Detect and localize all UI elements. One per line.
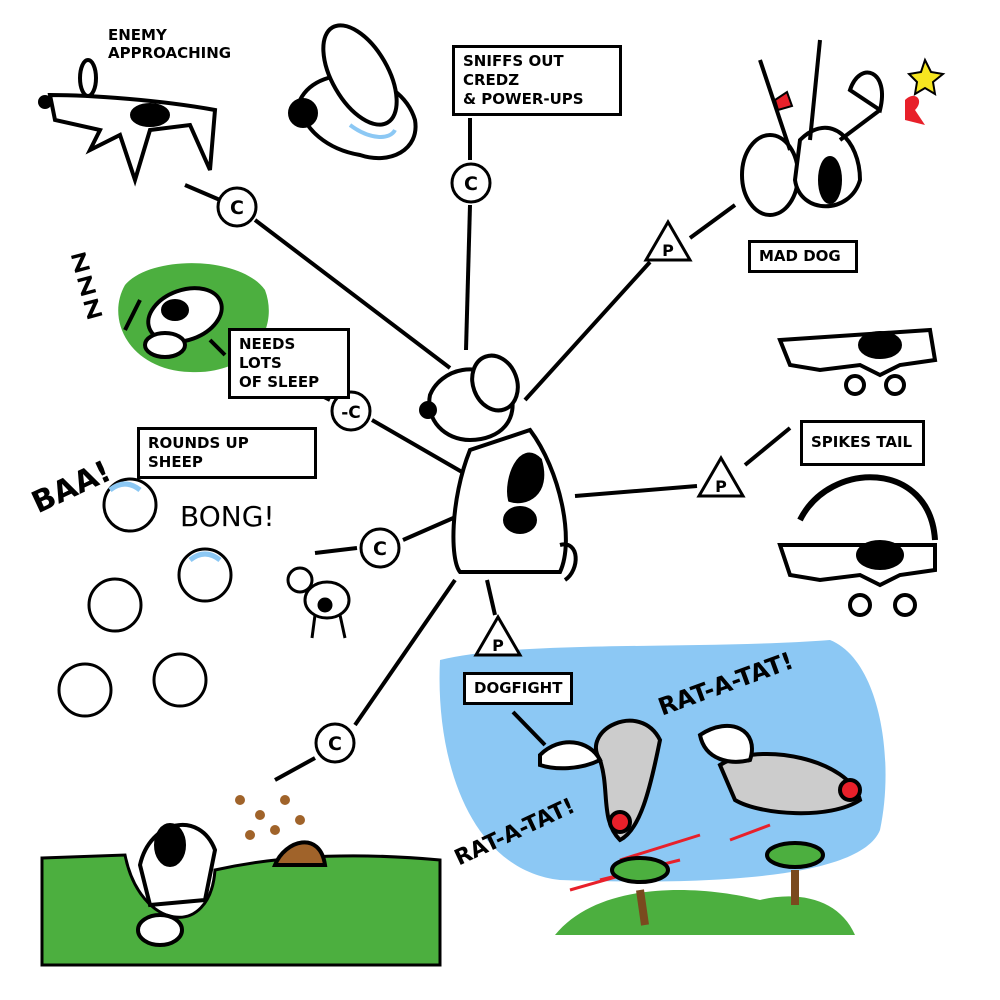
node-sleep: -C bbox=[330, 390, 372, 432]
spikes-tail-illustration bbox=[777, 327, 938, 617]
label-line: ENEMY bbox=[108, 26, 167, 44]
center-dog-illustration bbox=[419, 353, 578, 582]
mad-dog-illustration bbox=[740, 39, 946, 217]
node-label: P bbox=[662, 241, 674, 260]
node-dogfight: P bbox=[473, 614, 523, 657]
sleeping-dog-illustration bbox=[123, 286, 227, 359]
node-mad-dog: P bbox=[643, 219, 693, 262]
hill-bottom-right bbox=[555, 889, 855, 935]
sheep-flock-illustration bbox=[57, 477, 233, 718]
node-label: C bbox=[373, 538, 387, 560]
dogfight-planes-illustration bbox=[538, 718, 863, 926]
label-rounds-up-sheep: ROUNDS UP SHEEP bbox=[137, 427, 317, 479]
label-enemy-approaching: ENEMY APPROACHING bbox=[108, 26, 231, 62]
node-label: C bbox=[230, 197, 244, 219]
label-spikes-tail: SPIKES TAIL bbox=[800, 420, 925, 466]
label-mad-dog: MAD DOG bbox=[748, 240, 858, 273]
enemy-dog-illustration bbox=[38, 58, 218, 187]
label-line: & POWER-UPS bbox=[463, 90, 584, 108]
label-needs-sleep: NEEDS LOTS OF SLEEP bbox=[228, 328, 350, 399]
sniffing-dog-illustration bbox=[288, 23, 418, 161]
label-line: OF SLEEP bbox=[239, 373, 320, 391]
ground-bottom-left bbox=[40, 853, 442, 967]
node-sniffs: C bbox=[450, 162, 492, 204]
label-line: APPROACHING bbox=[108, 44, 232, 62]
label-line: NEEDS LOTS bbox=[239, 335, 296, 372]
node-dig: C bbox=[314, 722, 356, 764]
small-dog-illustration bbox=[286, 566, 351, 639]
node-label: -C bbox=[341, 403, 361, 423]
node-label: C bbox=[464, 173, 478, 195]
label-sniffs-out-credz: SNIFFS OUT CREDZ & POWER-UPS bbox=[452, 45, 622, 116]
node-sheep: C bbox=[359, 527, 401, 569]
node-label: C bbox=[328, 733, 342, 755]
node-spikes: P bbox=[696, 455, 746, 498]
digging-dog-illustration bbox=[136, 795, 328, 947]
node-label: P bbox=[715, 477, 727, 496]
node-enemy: C bbox=[216, 186, 258, 228]
node-label: P bbox=[492, 636, 504, 655]
label-line: SNIFFS OUT CREDZ bbox=[463, 52, 564, 89]
label-dogfight: DOGFIGHT bbox=[463, 672, 573, 705]
bong-text: BONG! bbox=[180, 500, 275, 533]
